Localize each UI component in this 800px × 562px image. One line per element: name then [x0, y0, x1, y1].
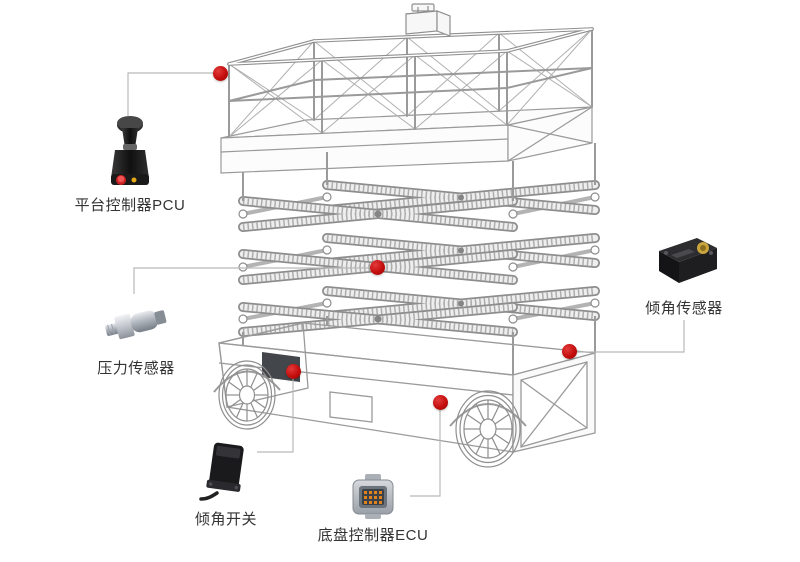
callout-label-pcu: 平台控制器PCU [74, 197, 186, 214]
callout-pressure-sensor: 压力传感器 [74, 297, 198, 378]
ecu-module-icon [352, 474, 394, 519]
callout-label-pressure-sensor: 压力传感器 [97, 360, 175, 377]
leader-lines [127, 72, 685, 497]
hotspot-tilt-sensor [562, 344, 577, 359]
scissor-pivots [238, 192, 600, 324]
callout-label-tilt-switch: 倾角开关 [194, 511, 257, 528]
hotspot-ecu [433, 395, 448, 410]
scissor-attachments [242, 143, 596, 375]
callout-label-ecu: 底盘控制器ECU [317, 527, 429, 544]
hotspot-pcu [213, 66, 228, 81]
hotspot-pressure-sensor [370, 260, 385, 275]
hotspot-tilt-switch [286, 364, 301, 379]
tilt-sensor-icon [659, 238, 717, 283]
platform-control-box [405, 3, 451, 37]
right-wheel [455, 390, 521, 468]
left-wheel [218, 360, 276, 430]
platform-deck [220, 106, 593, 174]
callout-label-tilt-sensor: 倾角传感器 [645, 300, 723, 317]
joystick-controller-icon [111, 116, 149, 185]
platform-railings [227, 27, 594, 138]
pressure-sensor-icon [105, 310, 167, 340]
callout-tilt-sensor: 倾角传感器 [622, 231, 746, 318]
callout-pcu: 平台控制器PCU [64, 114, 196, 215]
callout-tilt-switch: 倾角开关 [164, 438, 288, 529]
tilt-switch-icon [199, 442, 244, 501]
callout-ecu: 底盘控制器ECU [303, 472, 443, 545]
